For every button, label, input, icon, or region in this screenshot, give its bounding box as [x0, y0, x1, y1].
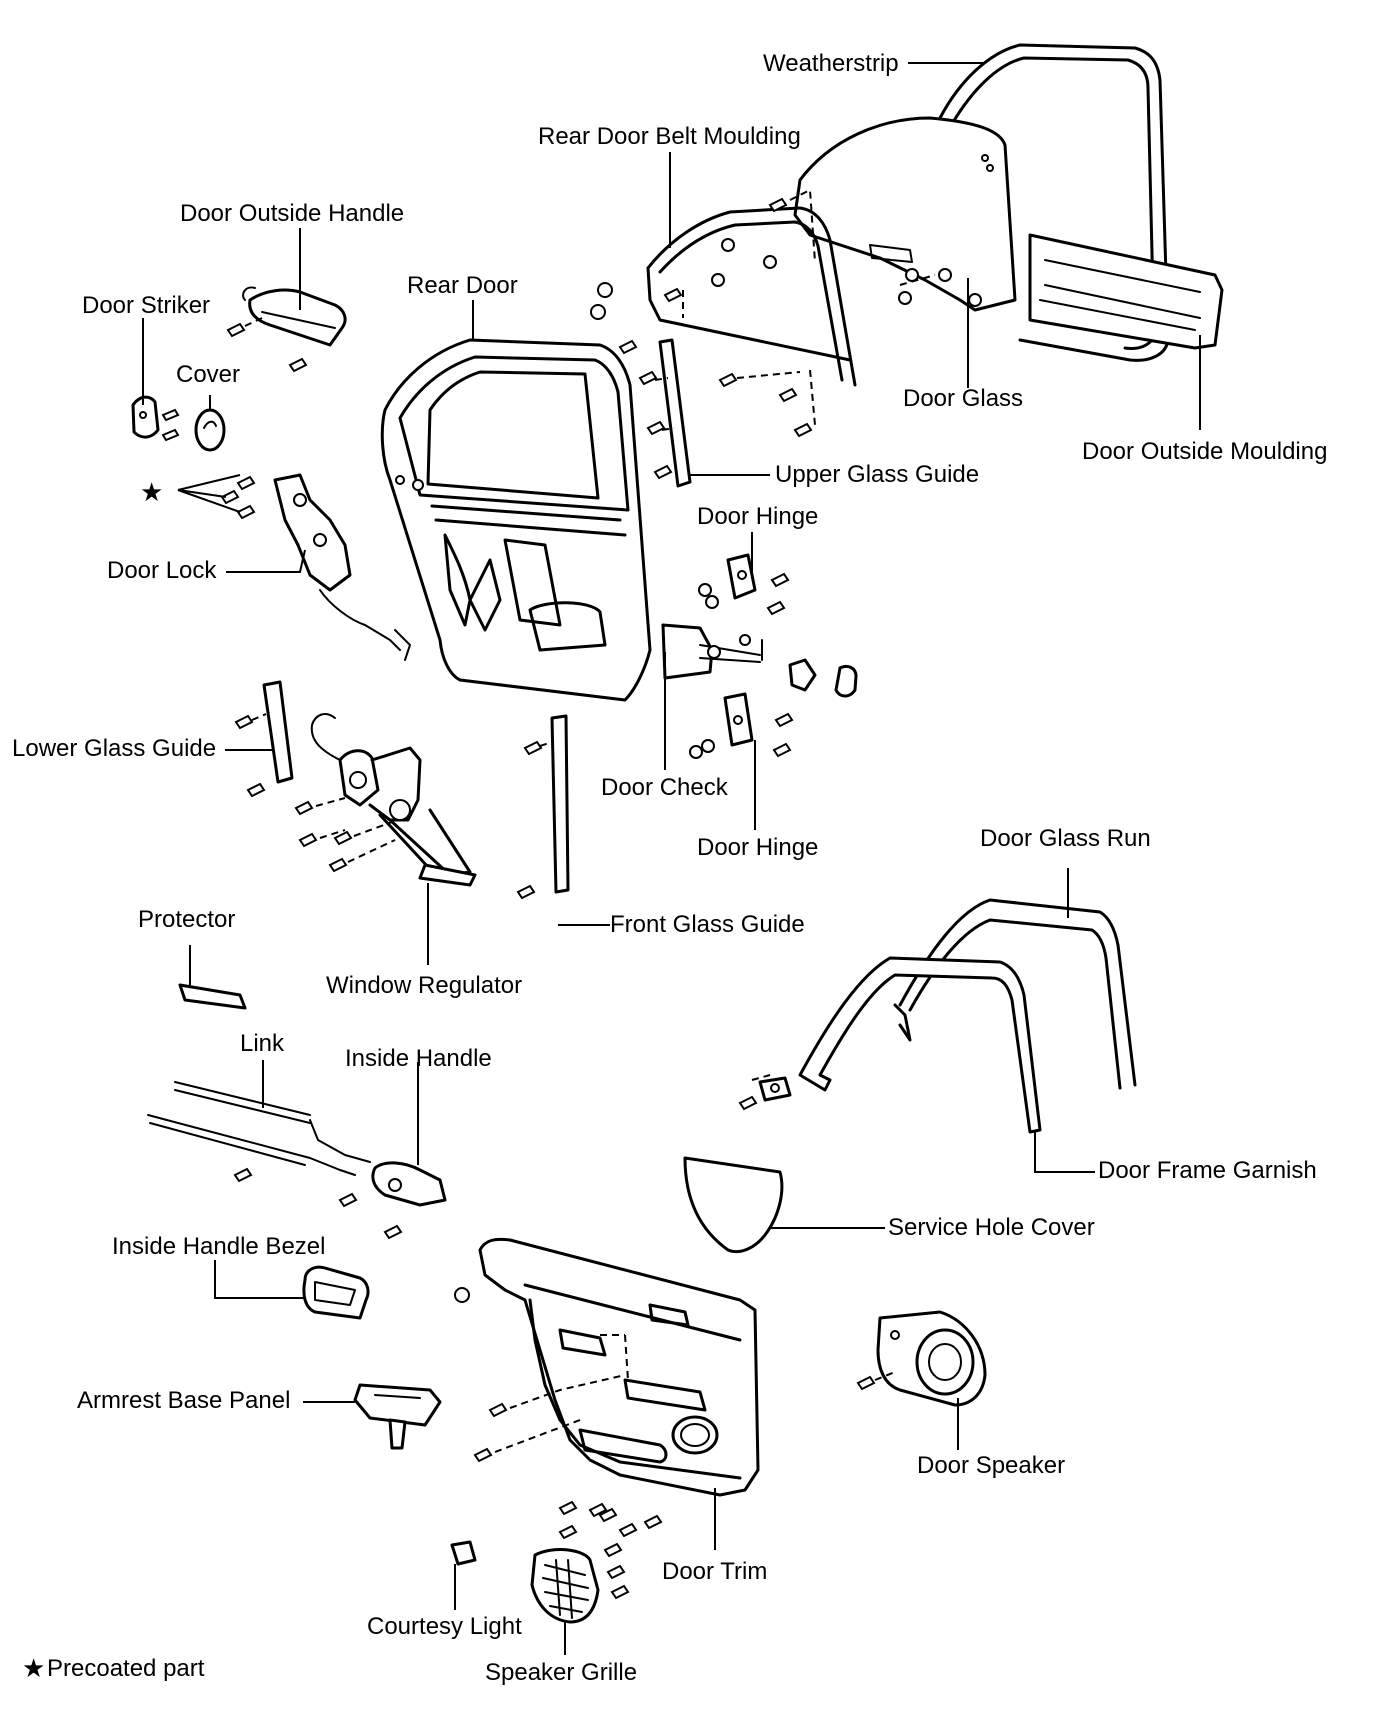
door-outside-handle-part — [226, 286, 347, 373]
leader-lines — [142, 62, 1201, 1655]
label-door-striker: Door Striker — [82, 292, 210, 319]
door-outside-moulding-part — [1028, 233, 1224, 350]
label-inside-handle: Inside Handle — [345, 1045, 492, 1072]
label-door-speaker: Door Speaker — [917, 1452, 1065, 1479]
label-speaker-grille: Speaker Grille — [485, 1659, 637, 1686]
label-window-regulator: Window Regulator — [326, 972, 522, 999]
rear-door-part — [380, 338, 652, 702]
courtesy-light-part — [450, 1540, 477, 1566]
lower-glass-guide-part — [234, 680, 294, 798]
armrest-base-panel-part — [353, 1383, 442, 1450]
door-trim-part — [454, 1237, 760, 1530]
rear-door-belt-moulding-part — [590, 188, 982, 438]
label-door-glass-run: Door Glass Run — [980, 825, 1151, 852]
door-speaker-part — [856, 1310, 987, 1407]
legend: ★ Precoated part — [22, 1654, 205, 1684]
label-protector: Protector — [138, 906, 235, 933]
precoated-star-icon: ★ — [140, 478, 163, 508]
label-door-trim: Door Trim — [662, 1558, 767, 1585]
cover-part — [194, 408, 226, 452]
door-frame-garnish-part — [738, 956, 1042, 1134]
protector-part — [178, 983, 247, 1010]
label-rear-door-belt-moulding: Rear Door Belt Moulding — [538, 123, 801, 150]
label-link: Link — [240, 1030, 285, 1057]
label-weatherstrip: Weatherstrip — [763, 50, 899, 77]
label-lower-glass-guide: Lower Glass Guide — [12, 735, 216, 762]
door-hinge-lower-part — [689, 692, 794, 759]
inside-handle-bezel-part — [302, 1265, 370, 1320]
label-door-check: Door Check — [601, 774, 729, 801]
legend-precoated-text: Precoated part — [47, 1655, 205, 1682]
label-door-glass: Door Glass — [903, 385, 1023, 412]
label-door-lock: Door Lock — [107, 557, 217, 584]
service-hole-cover-part — [683, 1156, 784, 1254]
label-upper-glass-guide: Upper Glass Guide — [775, 461, 979, 488]
label-inside-handle-bezel: Inside Handle Bezel — [112, 1233, 325, 1260]
window-regulator-part — [294, 713, 477, 887]
label-armrest-base-panel: Armrest Base Panel — [77, 1387, 290, 1414]
label-rear-door: Rear Door — [407, 272, 518, 299]
door-striker-part — [131, 395, 180, 442]
speaker-grille-part — [530, 1502, 638, 1624]
door-hinge-upper-part — [698, 553, 790, 616]
upper-glass-guide-part — [638, 338, 692, 488]
label-door-frame-garnish: Door Frame Garnish — [1098, 1157, 1317, 1184]
door-lock-part — [220, 473, 411, 661]
label-door-hinge-lower: Door Hinge — [697, 834, 818, 861]
door-glass-part — [793, 116, 1017, 312]
label-service-hole-cover: Service Hole Cover — [888, 1214, 1095, 1241]
legend-star-icon: ★ — [22, 1654, 45, 1684]
door-check-part — [661, 623, 858, 698]
weatherstrip-part — [938, 43, 1170, 362]
label-door-outside-moulding: Door Outside Moulding — [1082, 438, 1327, 465]
label-cover: Cover — [176, 361, 240, 388]
label-door-outside-handle: Door Outside Handle — [180, 200, 404, 227]
link-part — [147, 1081, 371, 1183]
front-glass-guide-part — [516, 714, 570, 900]
label-courtesy-light: Courtesy Light — [367, 1613, 522, 1640]
label-door-hinge-upper: Door Hinge — [697, 503, 818, 530]
inside-handle-part — [338, 1161, 447, 1240]
label-front-glass-guide: Front Glass Guide — [610, 911, 805, 938]
